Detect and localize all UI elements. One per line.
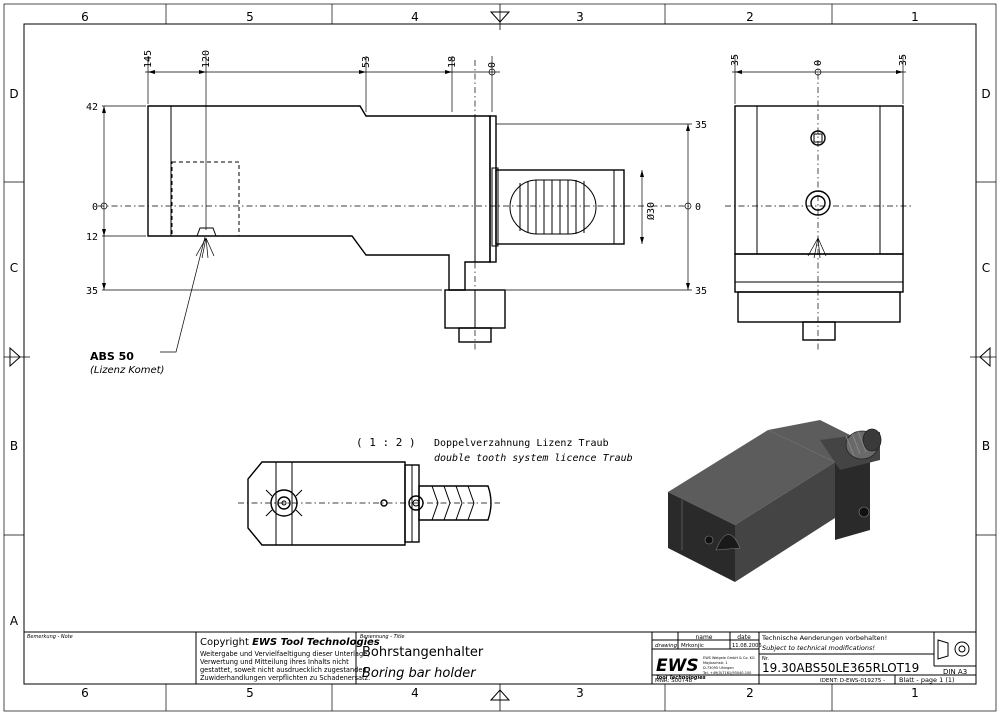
title-label: Benennung - Title <box>360 634 404 640</box>
centering-marks <box>4 4 996 711</box>
zone-col-3-top: 3 <box>576 10 584 24</box>
logo-text: EWS <box>656 656 699 676</box>
change-note-de: Technische Aenderungen vorbehalten! <box>761 634 887 642</box>
remark-label: Bemerkung - Note <box>27 634 73 640</box>
front-dim-0: 0 <box>813 60 824 66</box>
callout-komet: (Lizenz Komet) <box>90 365 164 376</box>
ident: IDENT: D-EWS-019275 - <box>820 678 885 684</box>
ews-logo: EWS Tool Technologies <box>656 656 706 681</box>
zone-row-c-right: C <box>982 261 990 275</box>
dim-120: 120 <box>201 50 212 68</box>
side-view <box>98 56 692 353</box>
dim-diameter-30: Ø30 <box>645 202 657 220</box>
dim-0-left: 0 <box>92 202 98 213</box>
dim-35-right-top: 35 <box>695 120 707 131</box>
zone-col-1-bottom: 1 <box>911 686 919 700</box>
copyright-line-3: gestattet, soweit nicht ausdruecklich zu… <box>200 666 369 674</box>
zone-col-5-bottom: 5 <box>246 686 254 700</box>
zone-col-4-top: 4 <box>411 10 419 24</box>
format-din-a3: DIN A3 <box>943 668 967 676</box>
copyright-brand: EWS Tool Technologies <box>252 637 380 648</box>
drawer-name: Mrkonjic <box>681 643 704 649</box>
dim-0-top: 0 <box>487 62 498 68</box>
company-line-1: EWS Weigele GmbH & Co. KG <box>703 656 755 660</box>
zone-ticks <box>4 4 996 711</box>
zone-row-d-left: D <box>9 87 18 101</box>
logo-sub: Tool Technologies <box>656 675 706 681</box>
zone-col-2-bottom: 2 <box>746 686 754 700</box>
callout-abs50: ABS 50 <box>90 350 134 363</box>
dim-0-right: 0 <box>695 202 701 213</box>
copyright-line-1: Weitergabe und Vervielfaeltigung dieser … <box>200 650 369 658</box>
zone-row-b-left: B <box>10 439 18 453</box>
title-de: Bohrstangenhalter <box>362 645 484 660</box>
part-number: 19.30ABS50LE365RLOT19 <box>762 661 919 675</box>
zone-col-2-top: 2 <box>746 10 754 24</box>
front-dim-35-left: 35 <box>730 54 741 66</box>
zone-row-c-left: C <box>10 261 18 275</box>
copyright-heading: Copyright EWS Tool Technologies <box>200 637 380 648</box>
copyright-prefix: Copyright <box>200 637 249 648</box>
front-dim-35-right: 35 <box>898 54 909 66</box>
copyright-line-4: Zuwiderhandlungen verpflichten zu Schade… <box>200 674 370 682</box>
dim-12: 12 <box>86 232 98 243</box>
company-line-4: Tel. +49(0)7161/93040-100 <box>702 671 751 675</box>
sheet-outer-border <box>3 3 997 712</box>
zone-col-1-top: 1 <box>911 10 919 24</box>
tooth-note-en: double tooth system licence Traub <box>434 453 633 464</box>
zone-col-6-top: 6 <box>81 10 89 24</box>
dim-18: 18 <box>447 56 458 68</box>
dim-35-left: 35 <box>86 286 98 297</box>
sheet-page: Blatt - page 1 (1) <box>899 676 955 684</box>
dim-53: 53 <box>361 56 372 68</box>
col-name: name <box>695 634 712 641</box>
dim-35-right-bottom: 35 <box>695 286 707 297</box>
nr-label: Nr. <box>762 656 769 662</box>
zone-row-b-right: B <box>982 439 990 453</box>
change-note-en: Subject to technical modifications! <box>762 644 875 652</box>
zone-col-3-bottom: 3 <box>576 686 584 700</box>
title-block-grid <box>24 631 976 684</box>
tooth-note-de: Doppelverzahnung Lizenz Traub <box>434 438 609 449</box>
zone-col-6-bottom: 6 <box>81 686 89 700</box>
zone-col-5-top: 5 <box>246 10 254 24</box>
zone-row-a-left: A <box>10 614 19 628</box>
projection-symbol <box>937 639 970 660</box>
dim-145: 145 <box>143 50 154 68</box>
sheet-inner-border <box>23 23 977 685</box>
dim-42: 42 <box>86 102 98 113</box>
company-line-3: D-73095 Uhingen <box>703 666 734 670</box>
row-drawing: drawing <box>655 643 678 649</box>
mnr: MNR: S00748 <box>655 678 693 684</box>
zone-row-d-right: D <box>981 87 990 101</box>
top-view <box>238 461 500 546</box>
scale-note: ( 1 : 2 ) <box>356 436 416 449</box>
drawer-date: 11.08.2006 <box>732 643 762 649</box>
company-line-2: Maybachstr. 1 <box>703 661 728 665</box>
front-view <box>725 56 912 352</box>
copyright-line-2: Verwertung und Mitteilung ihres Inhalts … <box>200 658 349 666</box>
zone-col-4-bottom: 4 <box>411 686 419 700</box>
col-date: date <box>737 634 751 641</box>
isometric-render <box>668 420 882 582</box>
title-en: Boring bar holder <box>362 666 477 681</box>
